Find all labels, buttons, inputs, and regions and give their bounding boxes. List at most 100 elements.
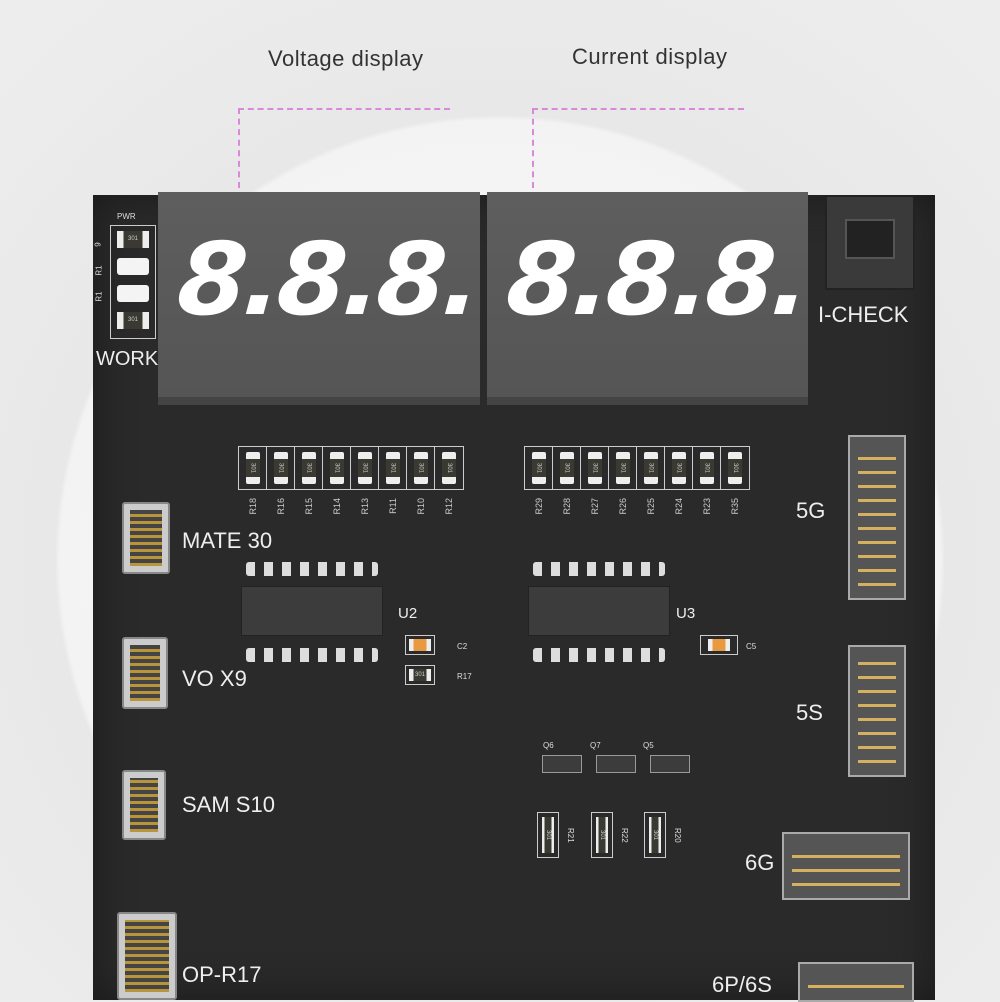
resistor-label: R11 bbox=[388, 498, 398, 514]
resistor-label: R24 bbox=[674, 498, 684, 515]
resistor-label: R35 bbox=[730, 498, 740, 515]
resistor-r17: 301 bbox=[405, 665, 435, 685]
resistor: 301 bbox=[273, 452, 288, 484]
connector-5g[interactable] bbox=[848, 435, 906, 600]
resistor-label: R26 bbox=[618, 498, 628, 515]
ic-u3-label: U3 bbox=[676, 605, 696, 622]
resistor-label: R28 bbox=[562, 498, 572, 515]
resistor-label: R14 bbox=[332, 498, 342, 515]
voltage-display: 8.8.8. bbox=[158, 192, 480, 405]
connector-label-opr17: OP-R17 bbox=[182, 962, 262, 987]
ic-u2 bbox=[241, 586, 383, 636]
q-label: Q6 bbox=[543, 741, 554, 750]
resistor: 301 bbox=[649, 817, 661, 853]
voltage-display-callout: Voltage display bbox=[268, 46, 424, 71]
connector-6p-6s[interactable] bbox=[798, 962, 914, 1002]
work-resistor: 301 bbox=[117, 312, 149, 329]
connector-sams10[interactable] bbox=[122, 770, 166, 840]
voltage-leader-line bbox=[238, 108, 450, 188]
capacitor-c5 bbox=[700, 635, 738, 655]
connector-opr17[interactable] bbox=[117, 912, 177, 1000]
i-check-label: I-CHECK bbox=[818, 302, 909, 327]
connector-label-sams10: SAM S10 bbox=[182, 792, 275, 817]
resistor: 301 bbox=[409, 669, 431, 681]
ic-pins bbox=[246, 648, 378, 662]
connector-label-mate30: MATE 30 bbox=[182, 528, 273, 553]
r-label: R1 bbox=[94, 265, 104, 276]
resistor-label: R20 bbox=[673, 828, 682, 843]
resistor-r20: 301 bbox=[644, 812, 666, 858]
transistor-q5 bbox=[650, 755, 690, 773]
resistor-label: R12 bbox=[444, 498, 454, 515]
ic-u3 bbox=[528, 586, 670, 636]
connector-label-vox9: VO X9 bbox=[182, 666, 247, 691]
resistor: 301 bbox=[559, 452, 574, 484]
resistor: 301 bbox=[301, 452, 316, 484]
resistor: 301 bbox=[357, 452, 372, 484]
connector-6g[interactable] bbox=[782, 832, 910, 900]
resistor-label: R15 bbox=[304, 498, 314, 515]
i-check-connector[interactable] bbox=[825, 195, 915, 290]
resistor: 301 bbox=[615, 452, 630, 484]
resistor-label: R18 bbox=[248, 498, 258, 515]
resistor: 301 bbox=[699, 452, 714, 484]
current-display: 8.8.8. bbox=[487, 192, 808, 405]
resistor-r22: 301 bbox=[591, 812, 613, 858]
resistor: 301 bbox=[643, 452, 658, 484]
connector-label-5s: 5S bbox=[796, 700, 823, 725]
connector-5s[interactable] bbox=[848, 645, 906, 777]
resistor: 301 bbox=[587, 452, 602, 484]
resistor: 301 bbox=[671, 452, 686, 484]
resistor: 301 bbox=[542, 817, 554, 853]
c5-label: C5 bbox=[746, 642, 757, 651]
c2-label: C2 bbox=[457, 642, 468, 651]
ic-pins bbox=[533, 648, 665, 662]
resistor-label: R25 bbox=[646, 498, 656, 515]
resistor: 301 bbox=[413, 452, 428, 484]
pwr-label: PWR bbox=[117, 212, 136, 221]
resistor-r21: 301 bbox=[537, 812, 559, 858]
resistor-array-left: 301 301 301 301 301 301 301 301 bbox=[238, 446, 464, 490]
connector-mate30[interactable] bbox=[122, 502, 170, 574]
ic-u2-label: U2 bbox=[398, 605, 418, 622]
resistor: 301 bbox=[531, 452, 546, 484]
resistor: 301 bbox=[245, 452, 260, 484]
q-label: Q7 bbox=[590, 741, 601, 750]
r-label: 9 bbox=[93, 242, 103, 247]
resistor: 301 bbox=[728, 452, 742, 484]
pwr-resistor: 301 bbox=[117, 231, 149, 248]
resistor-label: R27 bbox=[590, 498, 600, 515]
r17-label: R17 bbox=[457, 672, 472, 681]
r-label: R1 bbox=[94, 291, 104, 302]
status-led-panel: 301 301 bbox=[110, 225, 156, 339]
resistor-label: R21 bbox=[566, 828, 575, 843]
connector-label-5g: 5G bbox=[796, 498, 826, 523]
resistor-array-right: 301 301 301 301 301 301 301 301 bbox=[524, 446, 750, 490]
ic-pins bbox=[533, 562, 665, 576]
transistor-q6 bbox=[542, 755, 582, 773]
work-label: WORK bbox=[96, 348, 159, 370]
resistor-label: R16 bbox=[276, 498, 286, 515]
connector-label-6p-6s: 6P/6S bbox=[712, 972, 772, 997]
resistor: 301 bbox=[329, 452, 344, 484]
q-label: Q5 bbox=[643, 741, 654, 750]
connector-vox9[interactable] bbox=[122, 637, 168, 709]
resistor-label: R10 bbox=[416, 498, 426, 515]
resistor-label: R22 bbox=[620, 828, 629, 843]
connector-label-6g: 6G bbox=[745, 850, 775, 875]
resistor: 301 bbox=[596, 817, 608, 853]
ic-pins bbox=[246, 562, 378, 576]
transistor-q7 bbox=[596, 755, 636, 773]
current-display-callout: Current display bbox=[572, 44, 728, 69]
capacitor-c2 bbox=[405, 635, 435, 655]
current-digits: 8.8.8. bbox=[502, 221, 808, 338]
resistor-label: R13 bbox=[360, 498, 370, 515]
voltage-digits: 8.8.8. bbox=[173, 221, 480, 338]
resistor: 301 bbox=[385, 452, 400, 484]
pwr-led bbox=[117, 258, 149, 275]
resistor-label: R29 bbox=[534, 498, 544, 515]
current-leader-line bbox=[532, 108, 744, 188]
resistor-label: R23 bbox=[702, 498, 712, 515]
resistor: 301 bbox=[442, 452, 456, 484]
work-led bbox=[117, 285, 149, 302]
